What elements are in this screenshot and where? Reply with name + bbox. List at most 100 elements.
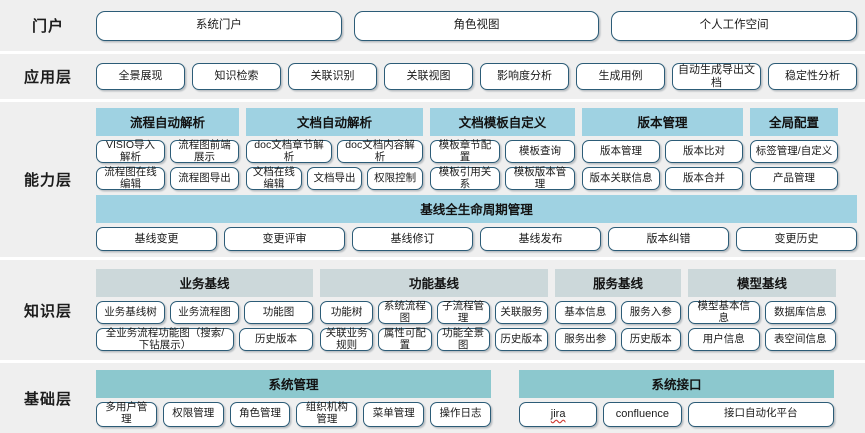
node-attribute-configurable[interactable]: 属性可配置	[378, 327, 432, 351]
application-node-row: 全景展现 知识检索 关联识别 关联视图 影响度分析 生成用例 自动生成导出文档 …	[96, 63, 857, 90]
node-history-version-service[interactable]: 历史版本	[620, 328, 681, 351]
node-tag-manage-custom[interactable]: 标签管理/自定义	[750, 140, 838, 163]
node-role-manage[interactable]: 角色管理	[229, 401, 291, 427]
layer-body-capability: 流程自动解析 VISIO导入解析 流程图前端展示 流程图在线编辑 流程图导出 文…	[96, 102, 865, 257]
capability-group-columns: 流程自动解析 VISIO导入解析 流程图前端展示 流程图在线编辑 流程图导出 文…	[96, 108, 857, 190]
node-version-merge[interactable]: 版本合并	[665, 167, 743, 190]
layer-label-application: 应用层	[23, 69, 72, 86]
node-version-manage[interactable]: 版本管理	[582, 140, 660, 163]
group-row: 版本关联信息 版本合并	[582, 167, 743, 190]
layer-capability: 能力层 流程自动解析 VISIO导入解析 流程图前端展示 流程图在线编辑 流程图…	[0, 102, 865, 257]
knowledge-group-model-baseline: 模型基线 模型基本信息 数据库信息 用户信息 表空间信息	[688, 269, 836, 351]
node-function-tree[interactable]: 功能树	[320, 301, 374, 324]
node-app-impact-analysis[interactable]: 影响度分析	[480, 63, 569, 90]
knowledge-group-service-baseline: 服务基线 基本信息 服务入参 服务出参 历史版本	[555, 269, 681, 351]
node-full-business-process-function-chart[interactable]: 全业务流程功能图（搜索/下钻展示）	[96, 327, 234, 351]
node-app-relation-view[interactable]: 关联视图	[384, 63, 473, 90]
group-row: 多用户管理 权限管理 角色管理 组织机构管理 菜单管理 操作日志	[96, 401, 491, 427]
group-title-function-baseline: 功能基线	[320, 269, 548, 297]
foundation-group-system-manage: 系统管理 多用户管理 权限管理 角色管理 组织机构管理 菜单管理 操作日志	[96, 369, 491, 427]
node-history-version-business[interactable]: 历史版本	[239, 328, 313, 351]
group-title-baseline-lifecycle: 基线全生命周期管理	[96, 195, 857, 223]
node-service-basic-info[interactable]: 基本信息	[555, 301, 616, 324]
node-service-input-param[interactable]: 服务入参	[620, 301, 681, 324]
group-row: 产品管理	[750, 167, 838, 190]
group-row: 全业务流程功能图（搜索/下钻展示） 历史版本	[96, 327, 313, 351]
node-database-info[interactable]: 数据库信息	[764, 301, 836, 324]
node-related-service[interactable]: 关联服务	[494, 301, 548, 324]
layer-body-foundation: 系统管理 多用户管理 权限管理 角色管理 组织机构管理 菜单管理 操作日志 系统…	[96, 364, 865, 433]
node-version-correction[interactable]: 版本纠错	[608, 227, 729, 251]
knowledge-group-columns: 业务基线 业务基线树 业务流程图 功能图 全业务流程功能图（搜索/下钻展示） 历…	[96, 269, 857, 351]
node-model-basic-info[interactable]: 模型基本信息	[688, 300, 760, 324]
node-multi-user-manage[interactable]: 多用户管理	[96, 401, 157, 427]
node-app-panorama[interactable]: 全景展现	[96, 63, 185, 90]
node-version-relation-info[interactable]: 版本关联信息	[582, 167, 660, 190]
group-row: doc文档章节解析 doc文档内容解析	[246, 139, 423, 163]
node-doc-content-parse[interactable]: doc文档内容解析	[337, 139, 423, 163]
capability-baseline-block: 基线全生命周期管理 基线变更 变更评审 基线修订 基线发布 版本纠错 变更历史	[96, 195, 857, 251]
node-function-chart[interactable]: 功能图	[244, 301, 313, 324]
group-row: 模型基本信息 数据库信息	[688, 300, 836, 324]
node-subprocess-manage[interactable]: 子流程管理	[436, 300, 490, 324]
group-row: 模板引用关系 模板版本管理	[430, 166, 575, 190]
node-product-manage[interactable]: 产品管理	[750, 167, 838, 190]
node-doc-export[interactable]: 文档导出	[306, 167, 363, 190]
node-flowchart-online-edit[interactable]: 流程图在线编辑	[96, 166, 165, 190]
node-app-generate-usecase[interactable]: 生成用例	[576, 63, 665, 90]
group-row: VISIO导入解析 流程图前端展示	[96, 139, 239, 163]
group-row: 文档在线编辑 文档导出 权限控制	[246, 166, 424, 190]
node-template-query[interactable]: 模板查询	[505, 140, 575, 163]
group-row: 关联业务规则 属性可配置 功能全景图 历史版本	[320, 327, 548, 351]
node-portal-system[interactable]: 系统门户	[96, 10, 342, 41]
group-row: 功能树 系统流程图 子流程管理 关联服务	[320, 300, 548, 324]
node-app-stability-analysis[interactable]: 稳定性分析	[768, 63, 857, 90]
node-operation-log[interactable]: 操作日志	[430, 401, 491, 427]
node-flowchart-frontend-display[interactable]: 流程图前端展示	[170, 139, 239, 163]
node-org-structure-manage[interactable]: 组织机构管理	[296, 401, 358, 427]
capability-group-doc-template: 文档模板自定义 模板章节配置 模板查询 模板引用关系 模板版本管理	[430, 108, 575, 190]
node-related-business-rule[interactable]: 关联业务规则	[320, 327, 374, 351]
node-template-chapter-config[interactable]: 模板章节配置	[430, 139, 500, 163]
group-row: jira confluence 接口自动化平台	[519, 401, 834, 427]
node-version-compare[interactable]: 版本比对	[665, 140, 743, 163]
node-tablespace-info[interactable]: 表空间信息	[764, 328, 836, 351]
group-title-version-manage: 版本管理	[582, 108, 743, 136]
node-portal-role-view[interactable]: 角色视图	[353, 10, 600, 41]
node-function-panorama[interactable]: 功能全景图	[436, 327, 490, 351]
node-app-relation-identify[interactable]: 关联识别	[288, 63, 377, 90]
node-baseline-release[interactable]: 基线发布	[480, 227, 601, 251]
node-doc-chapter-parse[interactable]: doc文档章节解析	[246, 139, 332, 163]
node-change-history[interactable]: 变更历史	[736, 227, 857, 251]
node-app-auto-export-doc[interactable]: 自动生成导出文档	[672, 63, 761, 90]
node-visio-import-parse[interactable]: VISIO导入解析	[96, 139, 165, 163]
node-service-output-param[interactable]: 服务出参	[555, 328, 616, 351]
node-permission-control[interactable]: 权限控制	[367, 167, 424, 190]
node-baseline-revision[interactable]: 基线修订	[352, 227, 473, 251]
node-flowchart-export[interactable]: 流程图导出	[170, 167, 239, 190]
node-confluence[interactable]: confluence	[603, 401, 682, 427]
node-template-reference-relation[interactable]: 模板引用关系	[430, 166, 500, 190]
node-change-review[interactable]: 变更评审	[224, 227, 345, 251]
node-app-knowledge-search[interactable]: 知识检索	[192, 63, 281, 90]
node-business-baseline-tree[interactable]: 业务基线树	[96, 301, 165, 324]
node-template-version-manage[interactable]: 模板版本管理	[505, 166, 575, 190]
capability-group-global-config: 全局配置 标签管理/自定义 产品管理	[750, 108, 838, 190]
group-row: 服务出参 历史版本	[555, 328, 681, 351]
node-baseline-change[interactable]: 基线变更	[96, 227, 217, 251]
node-permission-manage[interactable]: 权限管理	[162, 401, 224, 427]
node-business-flowchart[interactable]: 业务流程图	[170, 301, 239, 324]
node-portal-personal-workspace[interactable]: 个人工作空间	[611, 10, 858, 41]
layer-label-capability: 能力层	[23, 172, 72, 189]
node-jira[interactable]: jira	[519, 401, 598, 427]
node-menu-manage[interactable]: 菜单管理	[363, 401, 425, 427]
node-doc-online-edit[interactable]: 文档在线编辑	[246, 166, 302, 190]
node-system-flowchart[interactable]: 系统流程图	[378, 300, 432, 324]
node-interface-automation-platform[interactable]: 接口自动化平台	[687, 401, 834, 427]
group-row: 流程图在线编辑 流程图导出	[96, 166, 239, 190]
node-history-version-function[interactable]: 历史版本	[494, 328, 548, 351]
foundation-group-columns: 系统管理 多用户管理 权限管理 角色管理 组织机构管理 菜单管理 操作日志 系统…	[96, 369, 857, 427]
node-user-info[interactable]: 用户信息	[688, 328, 760, 351]
group-title-system-manage: 系统管理	[96, 369, 491, 398]
